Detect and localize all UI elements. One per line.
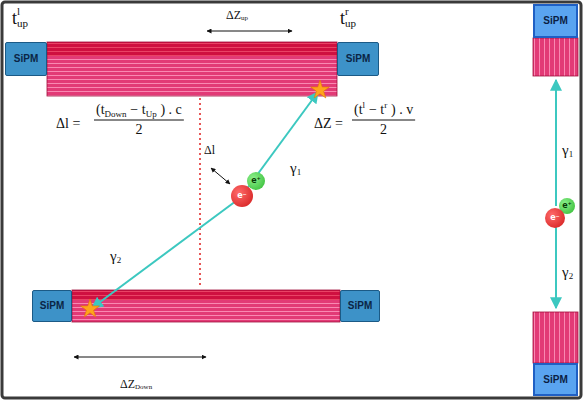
side-crystal-bundle	[533, 312, 578, 363]
sipm-block: SiPM	[32, 290, 72, 322]
math-label: γ	[562, 265, 569, 280]
sipm-block: SiPM	[5, 42, 47, 76]
interaction-star	[81, 299, 100, 317]
gamma-ray	[92, 198, 240, 308]
math-label: up	[345, 18, 356, 29]
gamma-ray	[555, 80, 557, 206]
electron-circle: e⁻	[545, 208, 565, 228]
node-text: SiPM	[543, 16, 567, 26]
sipm-block: SiPM	[337, 42, 379, 76]
math-label: ΔZ	[120, 378, 135, 390]
math-label: 1	[569, 150, 574, 159]
dimension-arrow	[207, 31, 292, 32]
math-label: Δl =	[56, 117, 80, 131]
math-label: 2	[380, 123, 387, 137]
math-label: Down	[135, 384, 152, 391]
math-label: γ	[110, 249, 117, 264]
top-crystal-bar	[47, 42, 337, 96]
math-label: − t	[369, 103, 384, 117]
math-label: ) . v	[391, 103, 413, 117]
node-text: SiPM	[348, 301, 372, 311]
dimension-arrow	[74, 357, 206, 358]
node-text: SiPM	[14, 54, 38, 64]
node-text: e⁻	[550, 214, 560, 222]
math-label: up	[17, 18, 28, 29]
math-label: ) . c	[160, 103, 181, 117]
math-label: ΔZ =	[314, 117, 343, 131]
sipm-block: SiPM	[533, 4, 578, 38]
node-text: e⁺	[251, 177, 261, 185]
top-bar-outline	[47, 42, 337, 96]
gamma-ray	[555, 226, 557, 308]
stars	[81, 80, 330, 317]
math-label: 1	[297, 168, 302, 177]
node-text: SiPM	[346, 54, 370, 64]
bottom-crystal-bar	[72, 290, 340, 322]
math-label: (t	[96, 103, 105, 117]
math-label: r	[384, 101, 387, 110]
gamma-ray	[246, 92, 318, 190]
bottom-bar-outline	[72, 290, 340, 322]
math-label: 2	[135, 123, 142, 137]
fraction-bars	[94, 120, 415, 121]
math-label: up	[241, 15, 248, 22]
node-text: e⁻	[237, 192, 247, 200]
side-crystal-bundle	[533, 38, 578, 76]
math-label: t	[340, 9, 345, 27]
node-text: SiPM	[40, 301, 64, 311]
math-label: (t	[354, 103, 363, 117]
node-text: SiPM	[543, 375, 567, 385]
math-label: 2	[569, 272, 574, 281]
math-label: − t	[130, 103, 145, 117]
top-bar-face	[47, 42, 337, 56]
math-label: ΔZ	[226, 9, 241, 21]
sipm-block: SiPM	[533, 363, 578, 396]
math-label: t	[12, 9, 17, 27]
math-label: l	[17, 6, 20, 17]
math-label: l	[363, 101, 366, 110]
center-line	[199, 98, 201, 288]
math-label: Δl	[204, 144, 215, 156]
sipm-block: SiPM	[340, 290, 380, 322]
math-label: 2	[117, 256, 122, 265]
math-label: r	[345, 6, 349, 17]
fraction-bar	[94, 120, 184, 121]
math-label: Up	[146, 110, 157, 119]
dimension-arrow	[211, 168, 230, 184]
electron-circle: e⁻	[231, 185, 253, 207]
fraction-bar	[352, 120, 415, 121]
bottom-bar-face	[72, 290, 340, 300]
node-text: e⁺	[562, 202, 572, 210]
interaction-star	[311, 80, 330, 98]
math-label: Down	[105, 110, 127, 119]
math-label: γ	[290, 161, 297, 176]
math-label: γ	[562, 143, 569, 158]
